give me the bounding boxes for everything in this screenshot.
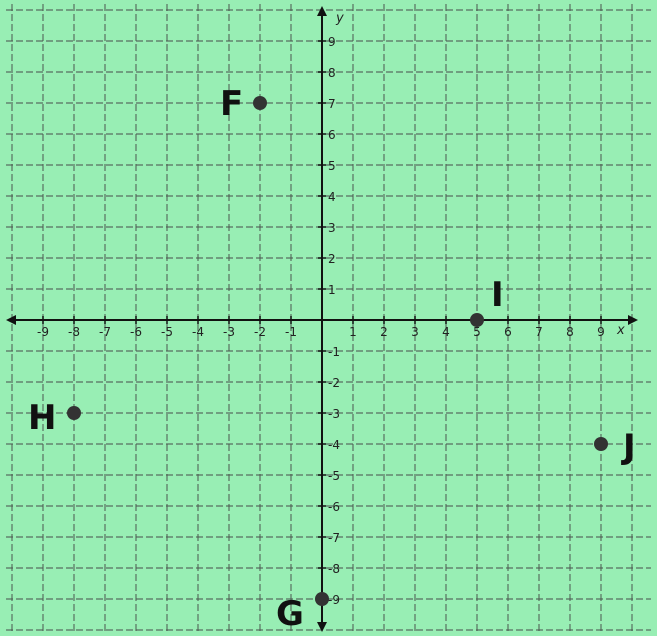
y-tick-label: 5 bbox=[328, 159, 336, 173]
tick-labels: -9 -8 -7 -6 -5 -4 -3 -2 -1 1 2 3 4 5 6 7 8 9 9 8 7 6 5 4 3 2 1 -1 -2… bbox=[37, 11, 625, 607]
y-tick-label: 4 bbox=[328, 190, 336, 204]
axes bbox=[6, 6, 638, 632]
x-tick-label: -3 bbox=[223, 325, 235, 339]
x-tick-label: 3 bbox=[411, 325, 419, 339]
point-g bbox=[315, 592, 329, 606]
y-tick-label: 2 bbox=[328, 252, 336, 266]
x-tick-label: 9 bbox=[597, 325, 605, 339]
point-label-h: H bbox=[28, 398, 56, 438]
y-tick-label: 1 bbox=[328, 283, 336, 297]
x-tick-label: 6 bbox=[504, 325, 512, 339]
point-j bbox=[594, 437, 608, 451]
x-tick-label: 2 bbox=[380, 325, 388, 339]
x-tick-label: -2 bbox=[254, 325, 266, 339]
x-tick-label: -8 bbox=[68, 325, 80, 339]
y-tick-label: 6 bbox=[328, 128, 336, 142]
x-tick-label: -6 bbox=[130, 325, 142, 339]
y-tick-label: 3 bbox=[328, 221, 336, 235]
x-tick-label: -9 bbox=[37, 325, 49, 339]
x-axis-arrow-left bbox=[6, 315, 16, 325]
y-axis-label: y bbox=[335, 11, 344, 26]
y-tick-label: 8 bbox=[328, 66, 336, 80]
point-i bbox=[470, 313, 484, 327]
point-h bbox=[67, 406, 81, 420]
point-f bbox=[253, 96, 267, 110]
point-label-i: I bbox=[491, 275, 504, 315]
y-tick-label: -6 bbox=[328, 500, 340, 514]
x-axis-label: x bbox=[616, 323, 625, 338]
y-tick-label: -1 bbox=[328, 345, 340, 359]
x-tick-label: -4 bbox=[192, 325, 204, 339]
x-tick-label: -7 bbox=[99, 325, 111, 339]
x-tick-label: 1 bbox=[349, 325, 357, 339]
y-axis-arrow-up bbox=[317, 6, 327, 16]
x-tick-label: 4 bbox=[442, 325, 450, 339]
x-axis-arrow-right bbox=[628, 315, 638, 325]
y-tick-label: -8 bbox=[328, 562, 340, 576]
y-axis-arrow-down bbox=[317, 622, 327, 632]
point-label-g: G bbox=[276, 594, 304, 634]
point-label-j: J bbox=[621, 427, 636, 467]
y-tick-label: 9 bbox=[328, 35, 336, 49]
y-tick-label: -2 bbox=[328, 376, 340, 390]
y-tick-label: -3 bbox=[328, 407, 340, 421]
y-tick-label: -5 bbox=[328, 469, 340, 483]
x-tick-label: 7 bbox=[535, 325, 543, 339]
data-points: F I H J G bbox=[28, 84, 636, 634]
y-tick-label: 7 bbox=[328, 97, 336, 111]
x-tick-label: -5 bbox=[161, 325, 173, 339]
point-label-f: F bbox=[220, 84, 243, 124]
x-tick-label: 5 bbox=[473, 325, 481, 339]
y-tick-label: -7 bbox=[328, 531, 340, 545]
y-tick-label: -9 bbox=[328, 593, 340, 607]
y-tick-label: -4 bbox=[328, 438, 340, 452]
x-tick-label: -1 bbox=[285, 325, 297, 339]
x-tick-label: 8 bbox=[566, 325, 574, 339]
